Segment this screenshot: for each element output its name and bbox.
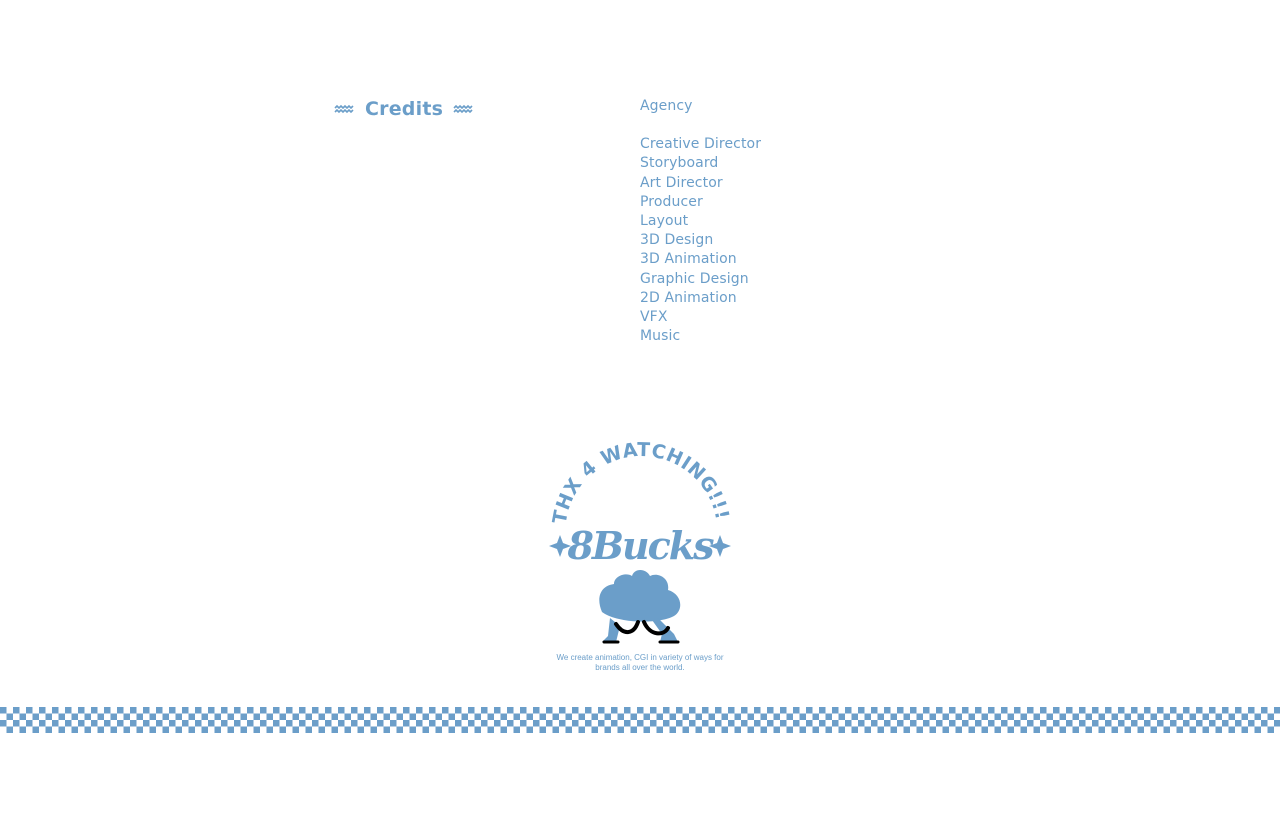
role-item: Layout [640,213,689,230]
role-item: Graphic Design [640,270,749,287]
role-item: Creative Director [640,136,762,153]
wave-icon [334,104,354,114]
roles-list: Agency Creative Director Storyboard Art … [640,97,761,346]
role-agency: Agency [640,98,693,114]
role-item: VFX [640,309,668,326]
credits-heading: Credits [334,95,474,123]
badge-caption: We create animation, CGI in variety of w… [540,653,740,672]
caption-line: We create animation, CGI in variety of w… [556,653,724,662]
role-item: 2D Animation [640,289,737,306]
sparkle-icon [709,535,731,557]
wave-icon [453,104,473,114]
credits-title: Credits [365,98,444,120]
mascot-icon [599,570,681,644]
caption-line: brands all over the world. [595,662,685,672]
badge-logo-text: 8Bucks [566,523,714,568]
role-item: 3D Animation [640,251,737,268]
role-item: Art Director [640,174,723,191]
checkerboard-band [0,707,1280,733]
badge-arc-text: THX 4 WATCHING!!! [549,439,734,526]
role-item: Storyboard [640,155,719,172]
role-item: Music [640,328,681,345]
thanks-badge: THX 4 WATCHING!!! 8Bucks [549,439,734,644]
sparkle-icon [549,535,571,557]
role-item: 3D Design [640,232,714,249]
role-item: Producer [640,193,703,210]
